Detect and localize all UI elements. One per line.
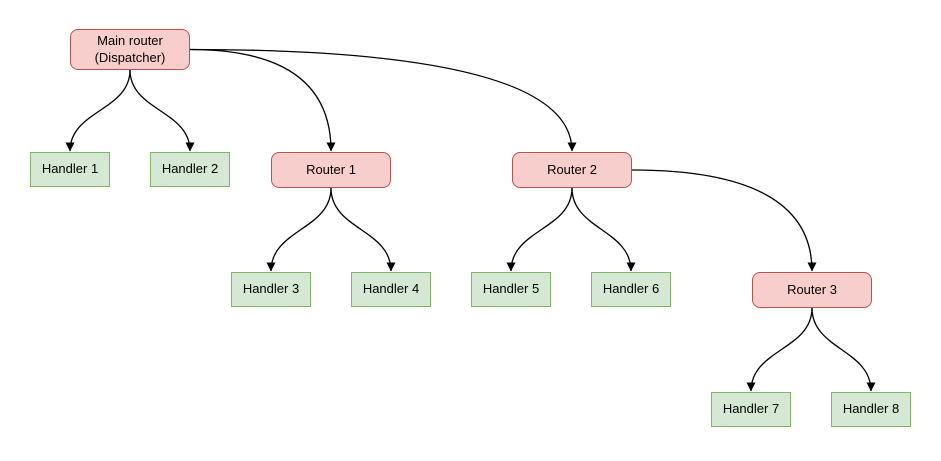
node-handler-7: Handler 7 bbox=[711, 392, 791, 427]
edge-router2-to-handler5 bbox=[506, 187, 573, 272]
edge-router3-to-handler7 bbox=[746, 307, 813, 392]
node-main-router-dispatcher: Main router (Dispatcher) bbox=[70, 29, 190, 70]
node-handler-5: Handler 5 bbox=[471, 272, 551, 307]
node-handler-4: Handler 4 bbox=[351, 272, 431, 307]
edge-main-to-handler2 bbox=[129, 69, 195, 152]
edge-main-to-handler1 bbox=[65, 69, 131, 152]
node-handler-6: Handler 6 bbox=[591, 272, 671, 307]
edge-router1-to-handler4 bbox=[330, 187, 396, 272]
node-handler-3: Handler 3 bbox=[231, 272, 311, 307]
node-handler-2: Handler 2 bbox=[150, 152, 230, 187]
node-router-3: Router 3 bbox=[752, 272, 872, 308]
edge-main-to-router1 bbox=[189, 48, 336, 152]
edge-main-to-router2 bbox=[189, 48, 577, 152]
node-router-1: Router 1 bbox=[271, 152, 391, 188]
edge-router2-to-router3 bbox=[631, 169, 817, 272]
node-handler-8: Handler 8 bbox=[831, 392, 911, 427]
node-handler-1: Handler 1 bbox=[30, 152, 110, 187]
edge-router3-to-handler8 bbox=[811, 307, 876, 392]
edge-router1-to-handler3 bbox=[266, 187, 332, 272]
edge-router2-to-handler6 bbox=[571, 187, 636, 272]
node-router-2: Router 2 bbox=[512, 152, 632, 188]
